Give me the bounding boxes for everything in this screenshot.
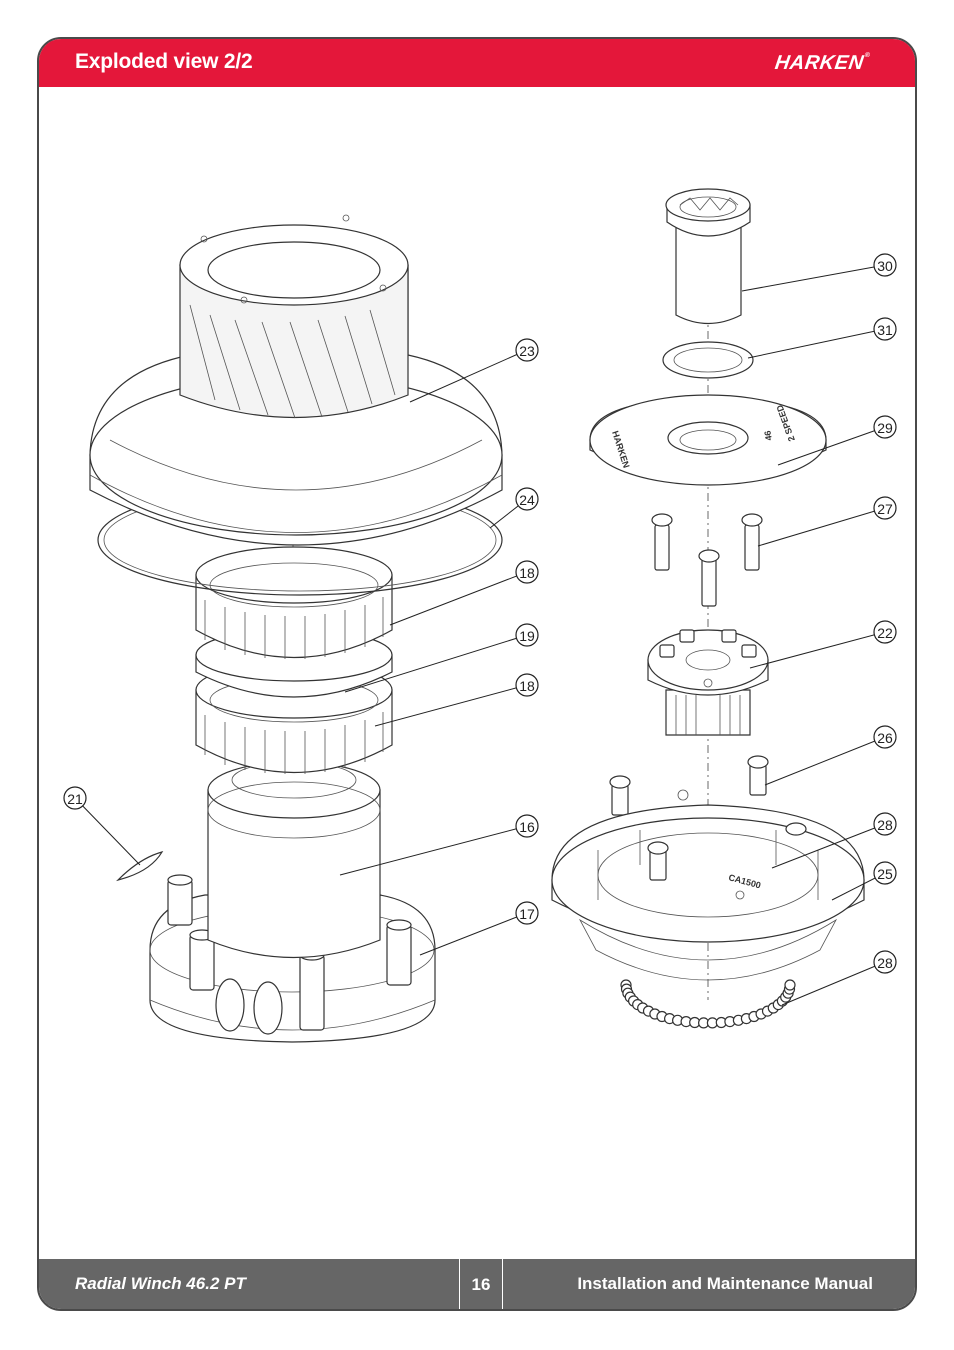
callout-leader xyxy=(757,507,886,547)
callout-label-17: 17 xyxy=(519,906,535,922)
callout-circle xyxy=(515,338,539,362)
callout-label-29: 29 xyxy=(877,420,893,436)
page-footer: Radial Winch 46.2 PT 16 Installation and… xyxy=(39,1259,915,1309)
callout-circle xyxy=(873,861,897,885)
callouts: 30 31 23 29 24 27 18 22 19 18 26 21 16 28 25 17 28 xyxy=(63,253,897,1006)
part-22-gear-assembly xyxy=(647,629,769,736)
part-18-upper-bearing xyxy=(195,546,393,659)
callout-leader xyxy=(344,634,528,693)
right-assembly: HARKEN 2 SPEED 46 xyxy=(551,188,865,1029)
callout-leader xyxy=(409,349,528,403)
callout-label-18: 18 xyxy=(519,678,535,694)
callout-label-18: 18 xyxy=(519,565,535,581)
callout-circle xyxy=(873,415,897,439)
callout-label-21: 21 xyxy=(67,791,83,807)
callout-label-26: 26 xyxy=(877,730,893,746)
callout-leader xyxy=(747,328,886,359)
callout-leader xyxy=(339,825,528,876)
callout-label-25: 25 xyxy=(877,866,893,882)
callout-label-27: 27 xyxy=(877,501,893,517)
part-26-screws xyxy=(609,755,769,816)
plate-model-engraving: 46 xyxy=(762,430,774,442)
callout-circle xyxy=(873,317,897,341)
part-27-screws xyxy=(651,513,763,607)
part-28-ball-ring xyxy=(620,979,796,1029)
page-frame: Exploded view 2/2 HARKEN® Radial Winch 4… xyxy=(37,37,917,1311)
callout-label-19: 19 xyxy=(519,628,535,644)
part-16-spindle xyxy=(207,761,381,959)
part-30-sleeve xyxy=(665,188,751,324)
callout-circle xyxy=(515,487,539,511)
callout-leader xyxy=(764,736,886,786)
callout-leader xyxy=(374,684,528,727)
page-number: 16 xyxy=(459,1259,503,1309)
part-25-base-housing: CA1500 xyxy=(551,804,865,981)
callout-leader xyxy=(389,571,528,626)
callout-label-28: 28 xyxy=(877,955,893,971)
page-header: Exploded view 2/2 HARKEN® xyxy=(39,39,915,87)
callout-circle xyxy=(515,814,539,838)
callout-label-23: 23 xyxy=(519,343,535,359)
callout-label-24: 24 xyxy=(519,492,535,508)
page-title: Exploded view 2/2 xyxy=(75,50,253,73)
callout-circle xyxy=(873,253,897,277)
callout-circle xyxy=(515,560,539,584)
callout-label-30: 30 xyxy=(877,258,893,274)
callout-circle xyxy=(873,950,897,974)
callout-circle xyxy=(515,901,539,925)
part-31-washer xyxy=(662,341,754,379)
part-29-top-plate: HARKEN 2 SPEED 46 xyxy=(589,394,827,486)
callout-leader xyxy=(781,961,886,1006)
callout-leader xyxy=(777,426,886,466)
callout-label-16: 16 xyxy=(519,819,535,835)
ball-bearing xyxy=(784,979,796,991)
callout-leader xyxy=(749,631,886,669)
callout-leader xyxy=(771,823,886,869)
callout-leader xyxy=(741,264,886,292)
part-23-drum xyxy=(89,214,503,546)
callout-circle xyxy=(515,623,539,647)
callout-leader xyxy=(419,912,528,956)
left-assembly xyxy=(89,214,503,1043)
callout-leader xyxy=(74,797,141,866)
callout-circle xyxy=(873,725,897,749)
callout-circle xyxy=(63,786,87,810)
callout-label-22: 22 xyxy=(877,625,893,641)
manual-title: Installation and Maintenance Manual xyxy=(577,1274,873,1293)
callout-circle xyxy=(873,620,897,644)
callout-circle xyxy=(873,496,897,520)
part-21-key xyxy=(116,851,164,882)
callout-label-28: 28 xyxy=(877,817,893,833)
product-name: Radial Winch 46.2 PT xyxy=(75,1274,246,1293)
callout-circle xyxy=(873,812,897,836)
callout-label-31: 31 xyxy=(877,322,893,338)
callout-circle xyxy=(515,673,539,697)
